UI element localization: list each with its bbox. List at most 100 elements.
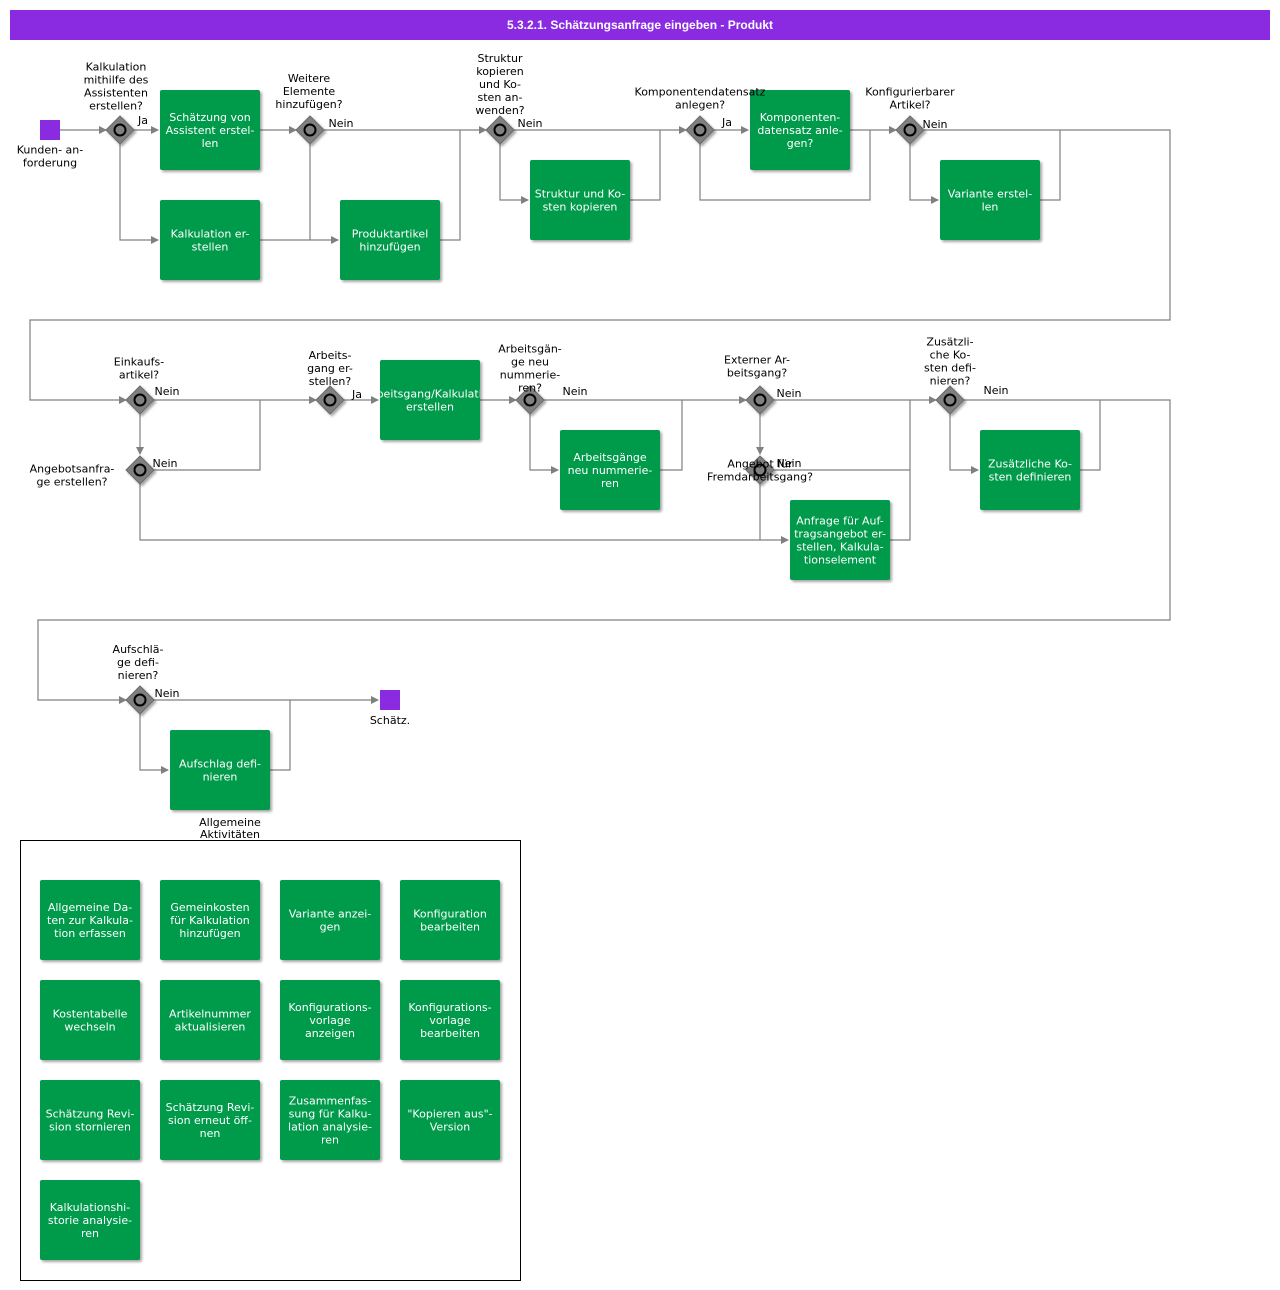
flow-label: Nein	[154, 385, 179, 398]
general-activity-task[interactable]: Kalkulationshi-storie analysie-ren	[40, 1180, 140, 1260]
general-activity-task[interactable]: Schätzung Revi-sion erneut öff-nen	[160, 1080, 260, 1160]
g6-gateway[interactable]	[125, 385, 155, 415]
g7-gateway[interactable]	[125, 455, 155, 485]
sequence-flow	[630, 130, 661, 201]
t5-task[interactable]: Komponenten-datensatz anle-gen?	[750, 90, 850, 170]
t9-task-label: Anfrage für Auf-tragsangebot er-stellen,…	[794, 515, 886, 567]
g9-gateway[interactable]	[515, 385, 545, 415]
t4-task[interactable]: Struktur und Ko-sten kopieren	[530, 160, 630, 240]
g7-question: Angebotsanfra-ge erstellen?	[30, 463, 115, 489]
general-activity-task[interactable]: "Kopieren aus"-Version	[400, 1080, 500, 1160]
flow-label: Nein	[517, 117, 542, 130]
g10-gateway[interactable]	[745, 385, 775, 415]
g3-gateway[interactable]	[485, 115, 515, 145]
gateway-diamond	[125, 685, 155, 715]
t9-task[interactable]: Anfrage für Auf-tragsangebot er-stellen,…	[790, 500, 890, 580]
g13-question: Aufschlä-ge defi-nieren?	[113, 643, 164, 682]
gateway-circle-icon	[323, 393, 337, 407]
general-activities-group	[20, 840, 521, 1281]
g5-gateway[interactable]	[895, 115, 925, 145]
t10-task[interactable]: Zusätzliche Ko-sten definieren	[980, 430, 1080, 510]
g1-gateway[interactable]	[105, 115, 135, 145]
t6-task[interactable]: Variante erstel-len	[940, 160, 1040, 240]
task-box	[40, 1080, 140, 1160]
g8-gateway[interactable]	[315, 385, 345, 415]
gateway-diamond	[125, 455, 155, 485]
gateway-circle-icon	[493, 123, 507, 137]
task-box	[160, 880, 260, 960]
general-activity-task[interactable]: Schätzung Revi-sion stornieren	[40, 1080, 140, 1160]
task-box	[750, 90, 850, 170]
gateway-diamond	[125, 385, 155, 415]
start-event[interactable]	[40, 120, 60, 140]
task-box	[400, 880, 500, 960]
sequence-flow	[890, 470, 911, 541]
task-box	[280, 980, 380, 1060]
gateway-circle-icon	[753, 393, 767, 407]
task-box	[940, 160, 1040, 240]
flow-label: Nein	[154, 687, 179, 700]
t2-task-label: Kalkulation er-stellen	[171, 228, 250, 254]
sequence-flow	[139, 714, 169, 774]
sequence-flow	[499, 144, 529, 204]
task-box	[40, 980, 140, 1060]
sequence-flow	[1080, 400, 1101, 471]
general-activity-task[interactable]: Variante anzei-gen	[280, 880, 380, 960]
sequence-flow	[154, 400, 261, 471]
g13-gateway[interactable]	[125, 685, 155, 715]
general-activity-task[interactable]: Zusammenfas-sung für Kalku-lation analys…	[280, 1080, 380, 1160]
task-box	[40, 880, 140, 960]
g12-question: Zusätzli-che Ko-sten defi-nieren?	[924, 336, 976, 388]
sequence-flow	[37, 399, 1171, 704]
g2-gateway[interactable]	[295, 115, 325, 145]
flow-label: Ja	[137, 114, 148, 127]
task-box	[400, 980, 500, 1060]
flow-label: Nein	[328, 117, 353, 130]
general-activity-label: Variante anzei-gen	[289, 908, 372, 934]
t2-task[interactable]: Kalkulation er-stellen	[160, 200, 260, 280]
gateway-circle-icon	[903, 123, 917, 137]
end-event-label: Schätz.	[370, 714, 410, 727]
t10-task-label: Zusätzliche Ko-sten definieren	[988, 458, 1072, 484]
sequence-flow	[119, 144, 159, 244]
flow-label: Nein	[562, 385, 587, 398]
general-activity-task[interactable]: Allgemeine Da-ten zur Kalkula-tion erfas…	[40, 880, 140, 960]
t11-task-label: Aufschlag defi-nieren	[179, 758, 261, 784]
end-event[interactable]	[380, 690, 400, 710]
task-box	[980, 430, 1080, 510]
g4-gateway[interactable]	[685, 115, 715, 145]
task-box	[280, 880, 380, 960]
sequence-flow	[139, 484, 789, 544]
g11-gateway[interactable]	[745, 455, 775, 485]
sequence-flow	[1040, 130, 1061, 201]
sequence-flow	[949, 414, 979, 474]
task-box	[400, 1080, 500, 1160]
gateway-circle-icon	[523, 393, 537, 407]
task-box	[530, 160, 630, 240]
g12-gateway[interactable]	[935, 385, 965, 415]
t11-task[interactable]: Aufschlag defi-nieren	[170, 730, 270, 810]
gateway-diamond	[105, 115, 135, 145]
flow-label: Nein	[152, 457, 177, 470]
flow-label: Ja	[351, 388, 362, 401]
